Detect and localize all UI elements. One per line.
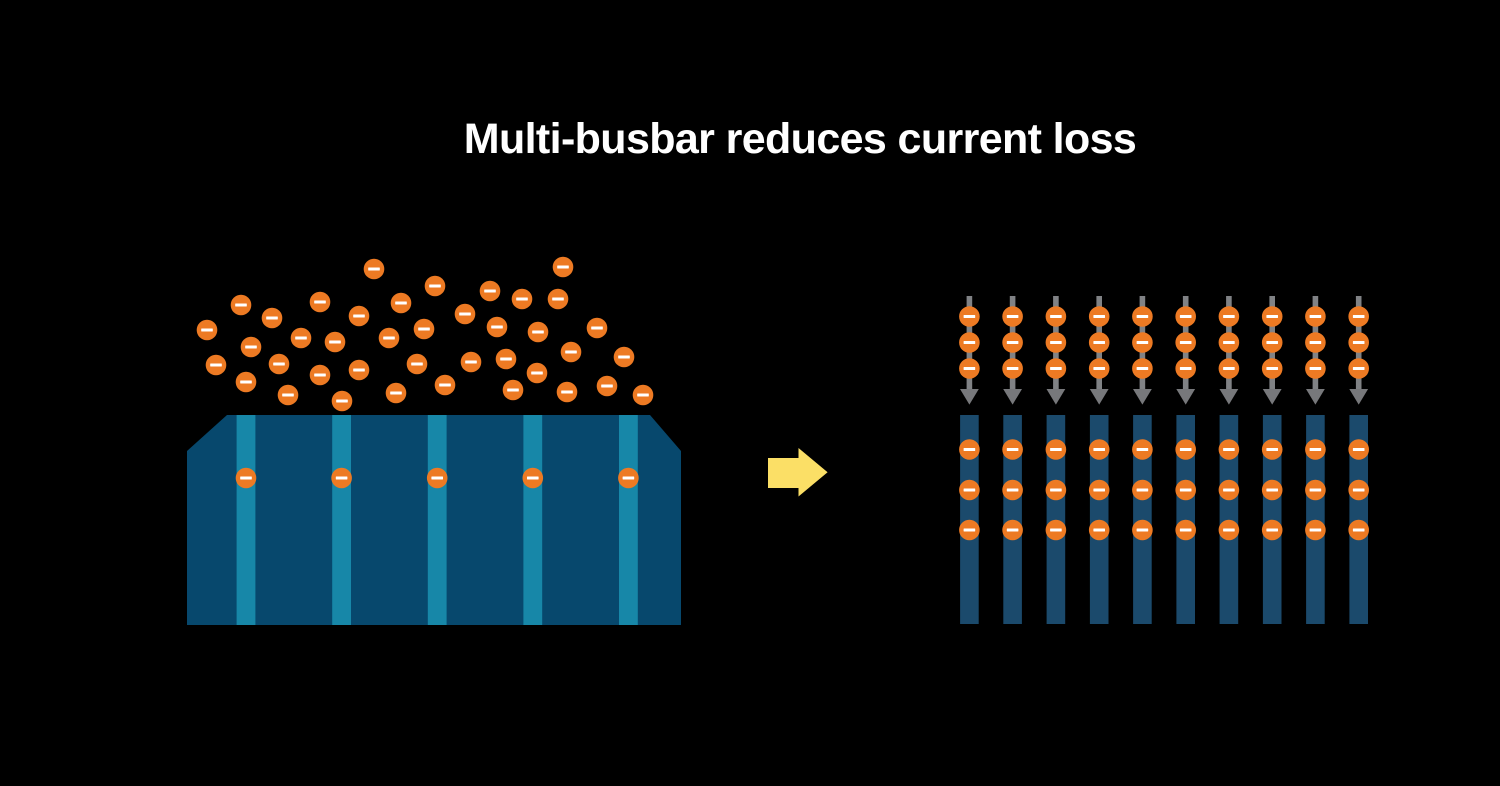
svg-text:Multi-busbar reduces current l: Multi-busbar reduces current loss: [464, 115, 1136, 163]
